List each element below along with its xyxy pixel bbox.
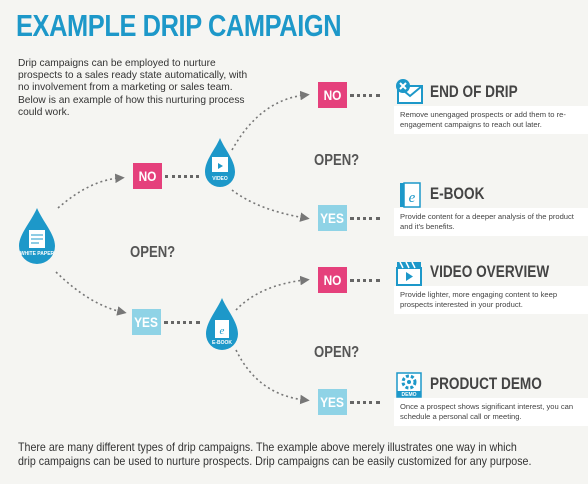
result-title: E-BOOK — [430, 184, 485, 203]
ebook-drop: e E-BOOK — [204, 296, 240, 352]
close-mail-icon — [396, 79, 423, 104]
video-drop-label: VIDEO — [212, 176, 228, 182]
open-question-2: OPEN? — [130, 244, 176, 261]
intro-text: Drip campaigns can be employed to nurtur… — [18, 58, 248, 118]
dotted-connector — [165, 175, 199, 178]
open-question-3: OPEN? — [314, 344, 360, 361]
yes-box-2: YES — [318, 389, 347, 415]
ebook-drop-label: E-BOOK — [212, 340, 232, 346]
yes-box-1: YES — [318, 205, 347, 231]
result-title: VIDEO OVERVIEW — [430, 262, 550, 281]
result-description: Provide content for a deeper analysis of… — [394, 208, 588, 236]
open-question-1: OPEN? — [314, 152, 360, 169]
no-box-2: NO — [318, 267, 347, 293]
demo-gear-icon: DEMO — [396, 372, 422, 398]
svg-text:e: e — [220, 325, 225, 337]
result-description: Provide lighter, more engaging content t… — [394, 286, 588, 314]
svg-text:e: e — [409, 190, 416, 206]
dotted-connector — [350, 279, 380, 282]
dotted-connector — [350, 94, 380, 97]
result-title: END OF DRIP — [430, 82, 518, 101]
svg-text:DEMO: DEMO — [402, 392, 417, 398]
footer-text: There are many different types of drip c… — [18, 441, 532, 468]
white-paper-label: WHITE PAPER — [19, 251, 55, 257]
result-description: Once a prospect shows significant intere… — [394, 398, 588, 426]
yes-box-bottom: YES — [132, 309, 161, 335]
video-icon — [205, 138, 235, 187]
page-title: EXAMPLE DRIP CAMPAIGN — [16, 8, 342, 43]
dotted-connector — [350, 217, 380, 220]
result-description: Remove unengaged prospects or add them t… — [394, 106, 588, 134]
no-box-1: NO — [318, 82, 347, 108]
video-drop: VIDEO — [203, 136, 237, 190]
ebook-icon: e — [400, 182, 421, 208]
video-icon — [396, 261, 422, 286]
result-title: PRODUCT DEMO — [430, 374, 542, 393]
dotted-connector — [164, 321, 200, 324]
drop-shape-icon — [19, 208, 55, 264]
white-paper-drop: WHITE PAPER — [17, 206, 57, 266]
dotted-connector — [350, 401, 380, 404]
ebook-icon: e — [206, 298, 238, 350]
no-box-top: NO — [133, 163, 162, 189]
